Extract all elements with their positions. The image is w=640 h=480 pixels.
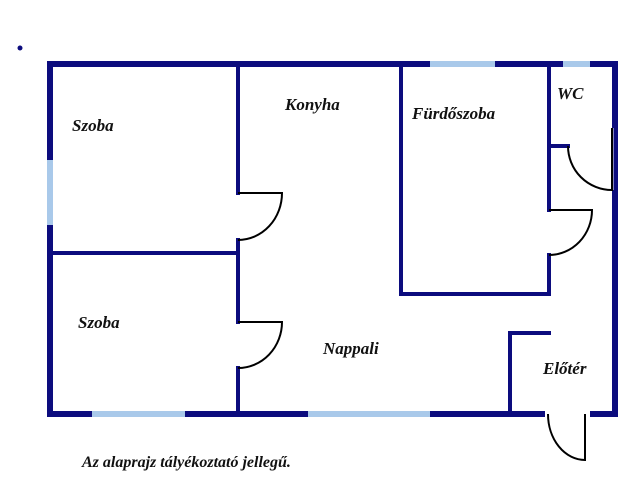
doors [237,128,613,462]
door-wc [567,128,613,192]
bullet-dot [17,45,23,51]
windows [47,61,590,418]
room-label-nappali: Nappali [322,339,379,358]
door-furdoszoba [548,209,594,256]
room-label-eloter: Előtér [542,359,587,378]
caption: Az alaprajz tályékoztató jellegű. [81,454,291,471]
door-szoba-bottom [237,321,284,369]
room-label-wc: WC [557,84,584,103]
door-entrance [547,413,586,462]
room-label-konyha: Konyha [284,95,340,114]
door-szoba-top [237,192,284,241]
room-label-szoba: Szoba [72,116,114,135]
room-label-szoba: Szoba [78,313,120,332]
outer-walls [47,61,618,417]
room-label-furdoszoba: Fürdőszoba [411,104,496,123]
interior-walls [48,62,614,416]
